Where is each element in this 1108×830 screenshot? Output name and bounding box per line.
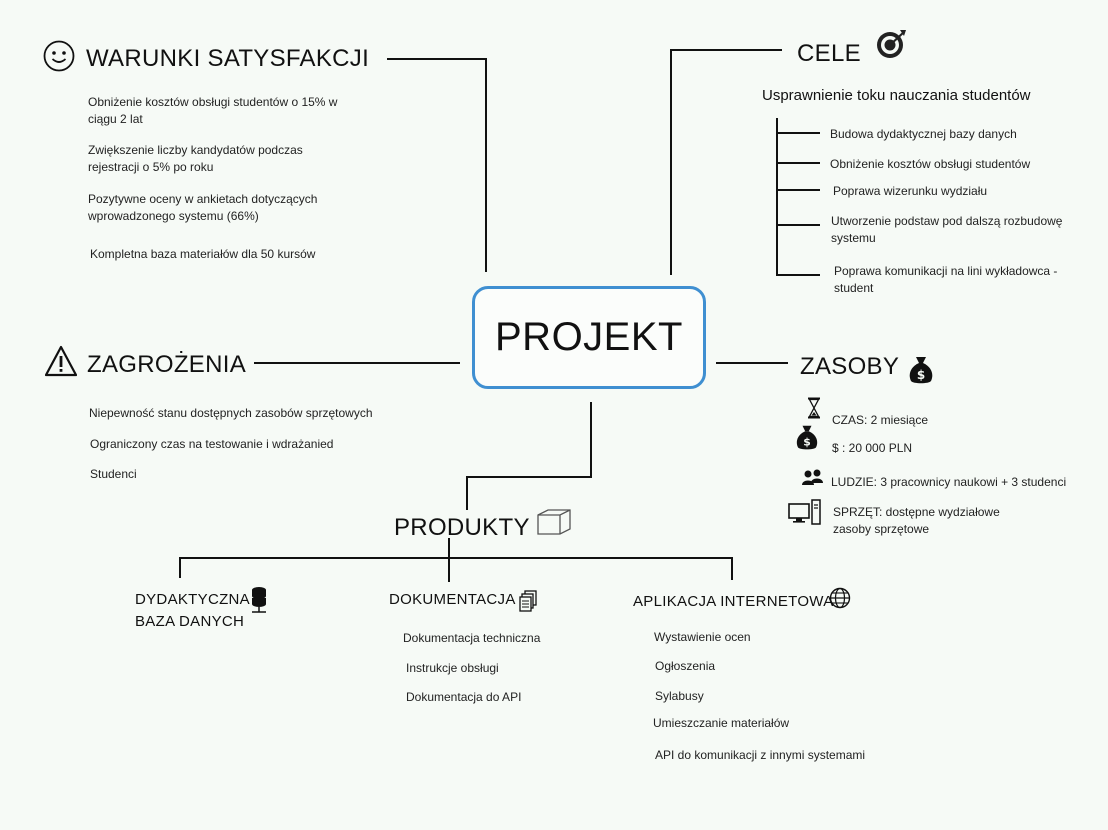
cele-title: CELE [797,40,861,67]
people-icon [802,469,823,485]
zasoby-item-3: LUDZIE: 3 pracownicy naukowi + 3 studenc… [831,475,1067,489]
box-icon [537,509,571,535]
aplikacja-item-4: Umieszczanie materiałów [653,716,790,730]
target-icon [877,30,906,58]
cele-item-2: Obniżenie kosztów obsługi studentów [830,157,1031,171]
aplikacja-item-2: Ogłoszenia [655,659,716,673]
aplikacja-item-3: Sylabusy [655,689,704,703]
connector-produkty [466,402,592,510]
warunki-title: WARUNKI SATYSFAKCJI [86,45,370,72]
zasoby-item-4: SPRZĘT: dostępne wydziałowe zasoby sprzę… [833,505,1000,536]
cele-subtitle: Usprawnienie toku nauczania studentów [762,87,1031,104]
produkty-group-1-title: DYDAKTYCZNA BAZA DANYCH [135,591,250,630]
warunki-item-4: Kompletna baza materiałów dla 50 kursów [90,247,316,261]
connector-warunki [387,58,487,272]
svg-text:$: $ [803,436,811,449]
zasoby-item-1: CZAS: 2 miesiące [832,413,929,427]
computer-icon [788,499,821,525]
database-icon [252,587,266,613]
svg-text:$: $ [917,368,925,382]
dokumentacja-item-2: Instrukcje obsługi [406,661,499,675]
money-bag-icon: $ [909,357,933,384]
zagrozenia-item-3: Studenci [90,467,137,481]
dokumentacja-item-3: Dokumentacja do API [406,690,522,704]
documents-icon [519,590,537,612]
warunki-item-3: Pozytywne oceny w ankietach dotyczących … [88,192,318,223]
center-label: PROJEKT [495,315,683,359]
aplikacja-item-1: Wystawienie ocen [654,630,751,644]
cele-item-5: Poprawa komunikacji na lini wykładowca -… [834,264,1058,295]
zagrozenia-item-2: Ograniczony czas na testowanie i wdrażan… [90,437,334,451]
produkty-group-3-title: APLIKACJA INTERNETOWA [633,593,834,610]
smiley-icon [43,40,75,72]
cele-item-1: Budowa dydaktycznej bazy danych [830,127,1017,141]
globe-icon [829,587,851,609]
connector-produkty-bracket [179,557,733,580]
money-bag-small-icon: $ [796,425,818,450]
cele-item-4: Utworzenie podstaw pod dalszą rozbudowę … [831,214,1063,245]
produkty-group-2-title: DOKUMENTACJA [389,591,516,608]
hourglass-icon [808,397,820,419]
center-node: PROJEKT [472,286,706,389]
zagrozenia-title: ZAGROŻENIA [87,351,247,378]
aplikacja-item-5: API do komunikacji z innymi systemami [655,748,866,762]
produkty-title: PRODUKTY [394,514,530,541]
zagrozenia-item-1: Niepewność stanu dostępnych zasobów sprz… [89,406,373,420]
warunki-item-2: Zwiększenie liczby kandydatów podczas re… [88,143,303,174]
warunki-item-1: Obniżenie kosztów obsługi studentów o 15… [88,95,338,126]
zasoby-item-2: $ : 20 000 PLN [832,441,913,455]
zasoby-title: ZASOBY [800,353,900,380]
connector-cele [670,49,782,275]
dokumentacja-item-1: Dokumentacja techniczna [403,631,541,645]
cele-item-3: Poprawa wizerunku wydziału [833,184,988,198]
warning-icon [45,345,77,377]
